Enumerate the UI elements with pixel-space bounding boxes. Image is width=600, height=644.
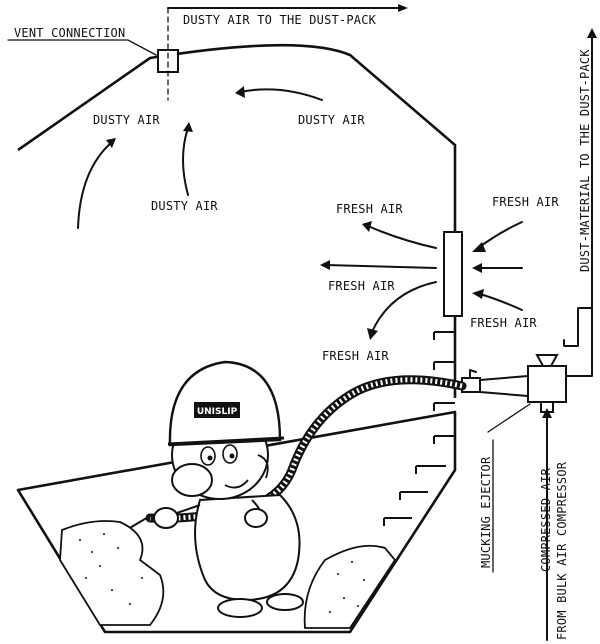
label-fresh-air-out-top: FRESH AIR xyxy=(336,202,403,216)
mucking-ejector-leader xyxy=(487,403,531,433)
fresh-out-arrowhead-1 xyxy=(362,221,372,232)
worker-figure xyxy=(153,360,304,618)
label-dusty-air-3: DUSTY AIR xyxy=(151,199,218,213)
dusty-arrowhead-3 xyxy=(235,86,245,98)
label-dusty-air-1: DUSTY AIR xyxy=(93,113,160,127)
label-mucking-ejector: MUCKING EJECTOR xyxy=(479,456,493,568)
label-from-bulk: FROM BULK AIR COMPRESSOR xyxy=(555,461,569,640)
fresh-out-arrowhead-2 xyxy=(320,260,330,270)
helmet-badge xyxy=(194,402,240,418)
dusty-arrow-2 xyxy=(182,127,189,196)
compressed-air-arrowhead xyxy=(542,408,552,418)
vent-leader xyxy=(7,39,157,56)
fresh-out-arrow-3 xyxy=(371,281,437,333)
muck-pile-left xyxy=(59,520,165,626)
fresh-out-arrow-1 xyxy=(367,225,437,249)
helmet-badge-text: UNISLIP xyxy=(197,407,238,417)
label-dusty-air-out: DUSTY AIR TO THE DUST-PACK xyxy=(183,13,377,27)
mucking-ejector-unit xyxy=(461,354,567,413)
dusty-arrowhead-1 xyxy=(106,138,116,148)
label-fresh-air-in-top: FRESH AIR xyxy=(492,195,559,209)
dusty-air-out-arrowhead xyxy=(398,4,408,12)
dust-material-arrowhead xyxy=(587,28,597,38)
fresh-out-arrowhead-3 xyxy=(367,328,378,340)
dusty-arrowhead-2 xyxy=(183,122,193,132)
fresh-out-arrow-2 xyxy=(325,264,437,269)
label-fresh-air-in-bottom: FRESH AIR xyxy=(470,316,537,330)
fresh-air-inlet-box xyxy=(443,231,463,317)
fresh-in-arrow-1 xyxy=(477,221,523,249)
muck-pile-right xyxy=(303,544,397,629)
label-fresh-air-left-low: FRESH AIR xyxy=(322,349,389,363)
fresh-in-arrowhead-3 xyxy=(472,289,484,299)
fresh-in-arrowhead-1 xyxy=(472,242,486,252)
label-compressed-air: COMPRESSED AIR xyxy=(539,467,553,572)
dusty-arrow-1 xyxy=(77,141,113,229)
label-vent-connection: VENT CONNECTION xyxy=(14,26,125,40)
label-fresh-air-left-mid: FRESH AIR xyxy=(328,279,395,293)
muck-texture xyxy=(79,533,365,613)
label-dusty-air-2: DUSTY AIR xyxy=(298,113,365,127)
ladder-rungs xyxy=(383,331,455,526)
fresh-in-arrowhead-2 xyxy=(472,263,482,273)
discharge-hose-core xyxy=(149,377,463,521)
label-dust-material: DUST-MATERIAL TO THE DUST-PACK xyxy=(578,49,592,272)
dust-material-line xyxy=(563,307,593,377)
dusty-arrow-3 xyxy=(239,88,323,101)
fresh-in-arrow-3 xyxy=(479,293,523,311)
